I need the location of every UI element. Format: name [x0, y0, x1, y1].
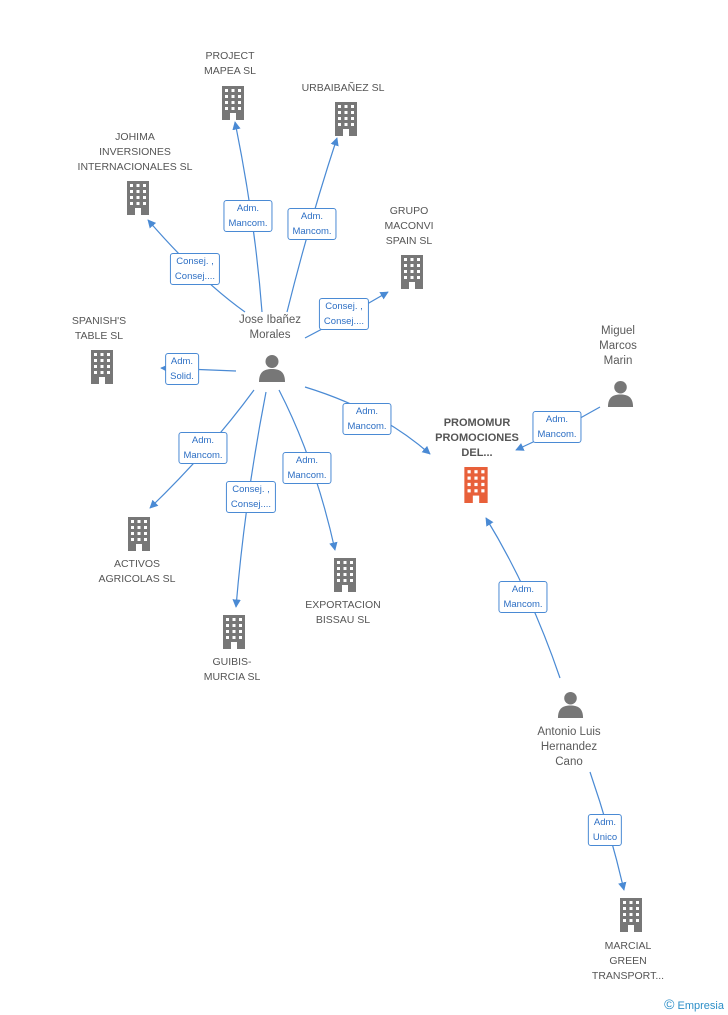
person-icon-miguel[interactable]: [607, 380, 634, 407]
building-icon-urbaibanez[interactable]: [335, 102, 357, 136]
building-icon-project[interactable]: [222, 86, 244, 120]
building-icon-grupo[interactable]: [401, 255, 423, 289]
node-label-urbaibanez[interactable]: URBAIBAÑEZ SL: [301, 82, 385, 94]
node-label-marcial[interactable]: MARCIAL GREEN TRANSPORT...: [591, 940, 665, 982]
relation-badge-spanish[interactable]: Adm. Solid.: [165, 353, 199, 385]
relation-badge-project[interactable]: Adm. Mancom.: [223, 200, 273, 232]
relation-badge-guibis[interactable]: Consej. , Consej....: [225, 481, 277, 513]
person-icon-jose[interactable]: [259, 355, 285, 382]
node-label-spanish[interactable]: SPANISH'S TABLE SL: [71, 315, 127, 342]
relation-badge-marcial[interactable]: Adm. Unico: [587, 814, 623, 846]
building-icon-johima[interactable]: [127, 181, 149, 215]
node-label-guibis[interactable]: GUIBIS- MURCIA SL: [203, 656, 261, 683]
relation-badge-urbaibanez[interactable]: Adm. Mancom.: [287, 208, 337, 240]
brand-name: Empresia: [677, 1000, 724, 1012]
relation-badge-grupo[interactable]: Consej. , Consej....: [318, 298, 370, 330]
node-label-activos[interactable]: ACTIVOS AGRICOLAS SL: [98, 558, 176, 585]
building-icon-activos[interactable]: [128, 517, 150, 551]
building-icon-exportacion[interactable]: [334, 558, 356, 592]
node-label-antonio[interactable]: Antonio Luis Hernandez Cano: [537, 726, 601, 768]
relation-badge-focus-miguel[interactable]: Adm. Mancom.: [532, 411, 582, 443]
relation-badge-activos[interactable]: Adm. Mancom.: [178, 432, 228, 464]
node-label-focus[interactable]: PROMOMUR PROMOCIONES DEL...: [435, 417, 519, 459]
node-label-exportacion[interactable]: EXPORTACION BISSAU SL: [305, 599, 381, 626]
node-label-jose[interactable]: Jose Ibañez Morales: [238, 314, 302, 341]
building-icon-spanish[interactable]: [91, 350, 113, 384]
node-label-project[interactable]: PROJECT MAPEA SL: [204, 50, 256, 77]
person-icon-antonio[interactable]: [557, 691, 584, 718]
building-icon-marcial[interactable]: [620, 898, 642, 932]
relation-badge-exportacion[interactable]: Adm. Mancom.: [282, 452, 332, 484]
copyright-icon: ©: [664, 996, 675, 1012]
node-label-miguel[interactable]: Miguel Marcos Marin: [599, 325, 637, 367]
footer-brand[interactable]: © Empresia: [664, 996, 724, 1012]
node-label-johima[interactable]: JOHIMA INVERSIONES INTERNACIONALES SL: [77, 131, 193, 173]
node-label-grupo[interactable]: GRUPO MACONVI SPAIN SL: [384, 205, 434, 247]
building-icon-focus[interactable]: [464, 467, 488, 503]
relation-badge-focus-antonio[interactable]: Adm. Mancom.: [498, 581, 548, 613]
relation-badge-johima[interactable]: Consej. , Consej....: [169, 253, 221, 285]
relation-badge-focus-jose[interactable]: Adm. Mancom.: [342, 403, 392, 435]
building-icon-guibis[interactable]: [223, 615, 245, 649]
